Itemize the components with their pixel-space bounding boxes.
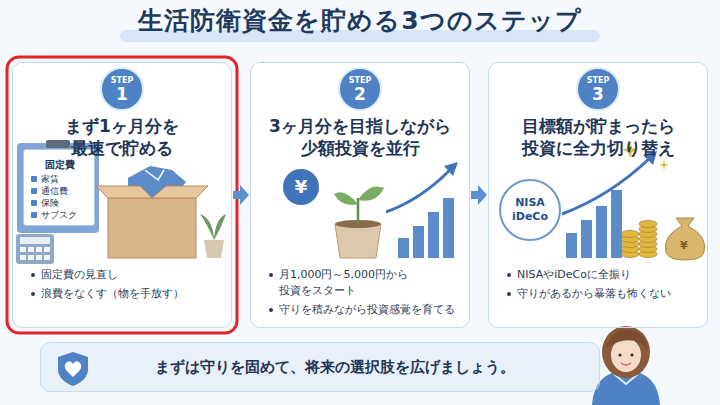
plant-art xyxy=(200,214,226,258)
message-text: まずは守りを固めて、将来の選択肢を広げましょう。 xyxy=(155,357,515,377)
step-heading: 目標額が貯まったら 投資に全力切り替え xyxy=(499,115,697,159)
list-item: 保険 xyxy=(30,197,90,209)
money-bag xyxy=(665,218,704,260)
bullet-list: 月1,000円～5,000円から 投資をスタート守りを積みながら投資感覚を育てる xyxy=(261,267,459,318)
growth-arrow xyxy=(386,162,458,212)
panel-fill xyxy=(250,62,470,328)
step-heading: まず1ヶ月分を 最速で貯める xyxy=(23,115,221,159)
highlight-frame xyxy=(7,57,237,333)
clipboard: 固定費家賃通信費保険サブスク xyxy=(23,149,95,226)
flow-arrow xyxy=(471,185,487,205)
list-heading: 固定費 xyxy=(30,158,90,171)
bullet-list: 固定費の見直し浪費をなくす（物を手放す） xyxy=(23,267,221,302)
bullet-item: 浪費をなくす（物を手放す） xyxy=(29,286,221,302)
step-number: 1 xyxy=(102,85,142,104)
bullet-item: 固定費の見直し xyxy=(29,267,221,283)
fund-badge: NISA iDeCo xyxy=(499,179,561,241)
box-art xyxy=(96,166,208,258)
bar-chart xyxy=(398,198,454,258)
woman-figure xyxy=(592,326,660,405)
list-item: サブスク xyxy=(30,209,90,221)
flow-arrow xyxy=(233,185,249,205)
bullet-list: NISAやiDeCoに全振り守りがあるから暴落も怖くない xyxy=(499,267,697,302)
growth-arrow xyxy=(562,151,657,214)
yen-coin: ¥ xyxy=(283,169,319,205)
list-item: 通信費 xyxy=(30,185,90,197)
shield-icon xyxy=(58,352,88,386)
step-number: 3 xyxy=(578,85,618,104)
step-heading: 3ヶ月分を目指しながら 少額投資を並行 xyxy=(261,115,459,159)
bullet-item: 守りを積みながら投資感覚を育てる xyxy=(267,302,459,318)
coin-stacks xyxy=(621,221,657,258)
step-number: 2 xyxy=(340,85,380,104)
step-badge: STEP1 xyxy=(100,67,144,111)
step-badge: STEP2 xyxy=(338,67,382,111)
panel-fill xyxy=(12,62,232,328)
step-label: STEP xyxy=(578,76,618,85)
banner-fill xyxy=(40,342,600,392)
list-item: 家賃 xyxy=(30,173,90,185)
diagram-title: 生活防衛資金を貯める3つのステップ xyxy=(138,6,581,35)
bullet-item: 守りがあるから暴落も怖くない xyxy=(505,286,697,302)
step-panel: 目標額が貯まったら 投資に全力切り替え NISAやiDeCoに全振り守りがあるから… xyxy=(488,62,708,328)
fund-name: NISA iDeCo xyxy=(501,196,559,224)
label-wrap: ¥ xyxy=(680,234,688,253)
bullet-item: 月1,000円～5,000円から 投資をスタート xyxy=(267,267,459,299)
currency-symbol: ¥ xyxy=(283,169,319,205)
panel-fill xyxy=(488,62,708,328)
title-wrap: 生活防衛資金を貯める3つのステップ xyxy=(0,4,720,37)
step-badge: STEP3 xyxy=(576,67,620,111)
bullet-item: NISAやiDeCoに全振り xyxy=(505,267,697,283)
step-panel: 3ヶ月分を目指しながら 少額投資を並行月1,000円～5,000円から 投資をス… xyxy=(250,62,470,328)
message-banner: まずは守りを固めて、将来の選択肢を広げましょう。 xyxy=(40,342,600,392)
sprout-art xyxy=(334,187,384,259)
step-label: STEP xyxy=(102,76,142,85)
bag-symbol: ¥ xyxy=(680,239,688,252)
step-panel: まず1ヶ月分を 最速で貯める固定費の見直し浪費をなくす（物を手放す）STEP1固… xyxy=(12,62,232,328)
step-label: STEP xyxy=(340,76,380,85)
calculator-art xyxy=(16,234,54,264)
